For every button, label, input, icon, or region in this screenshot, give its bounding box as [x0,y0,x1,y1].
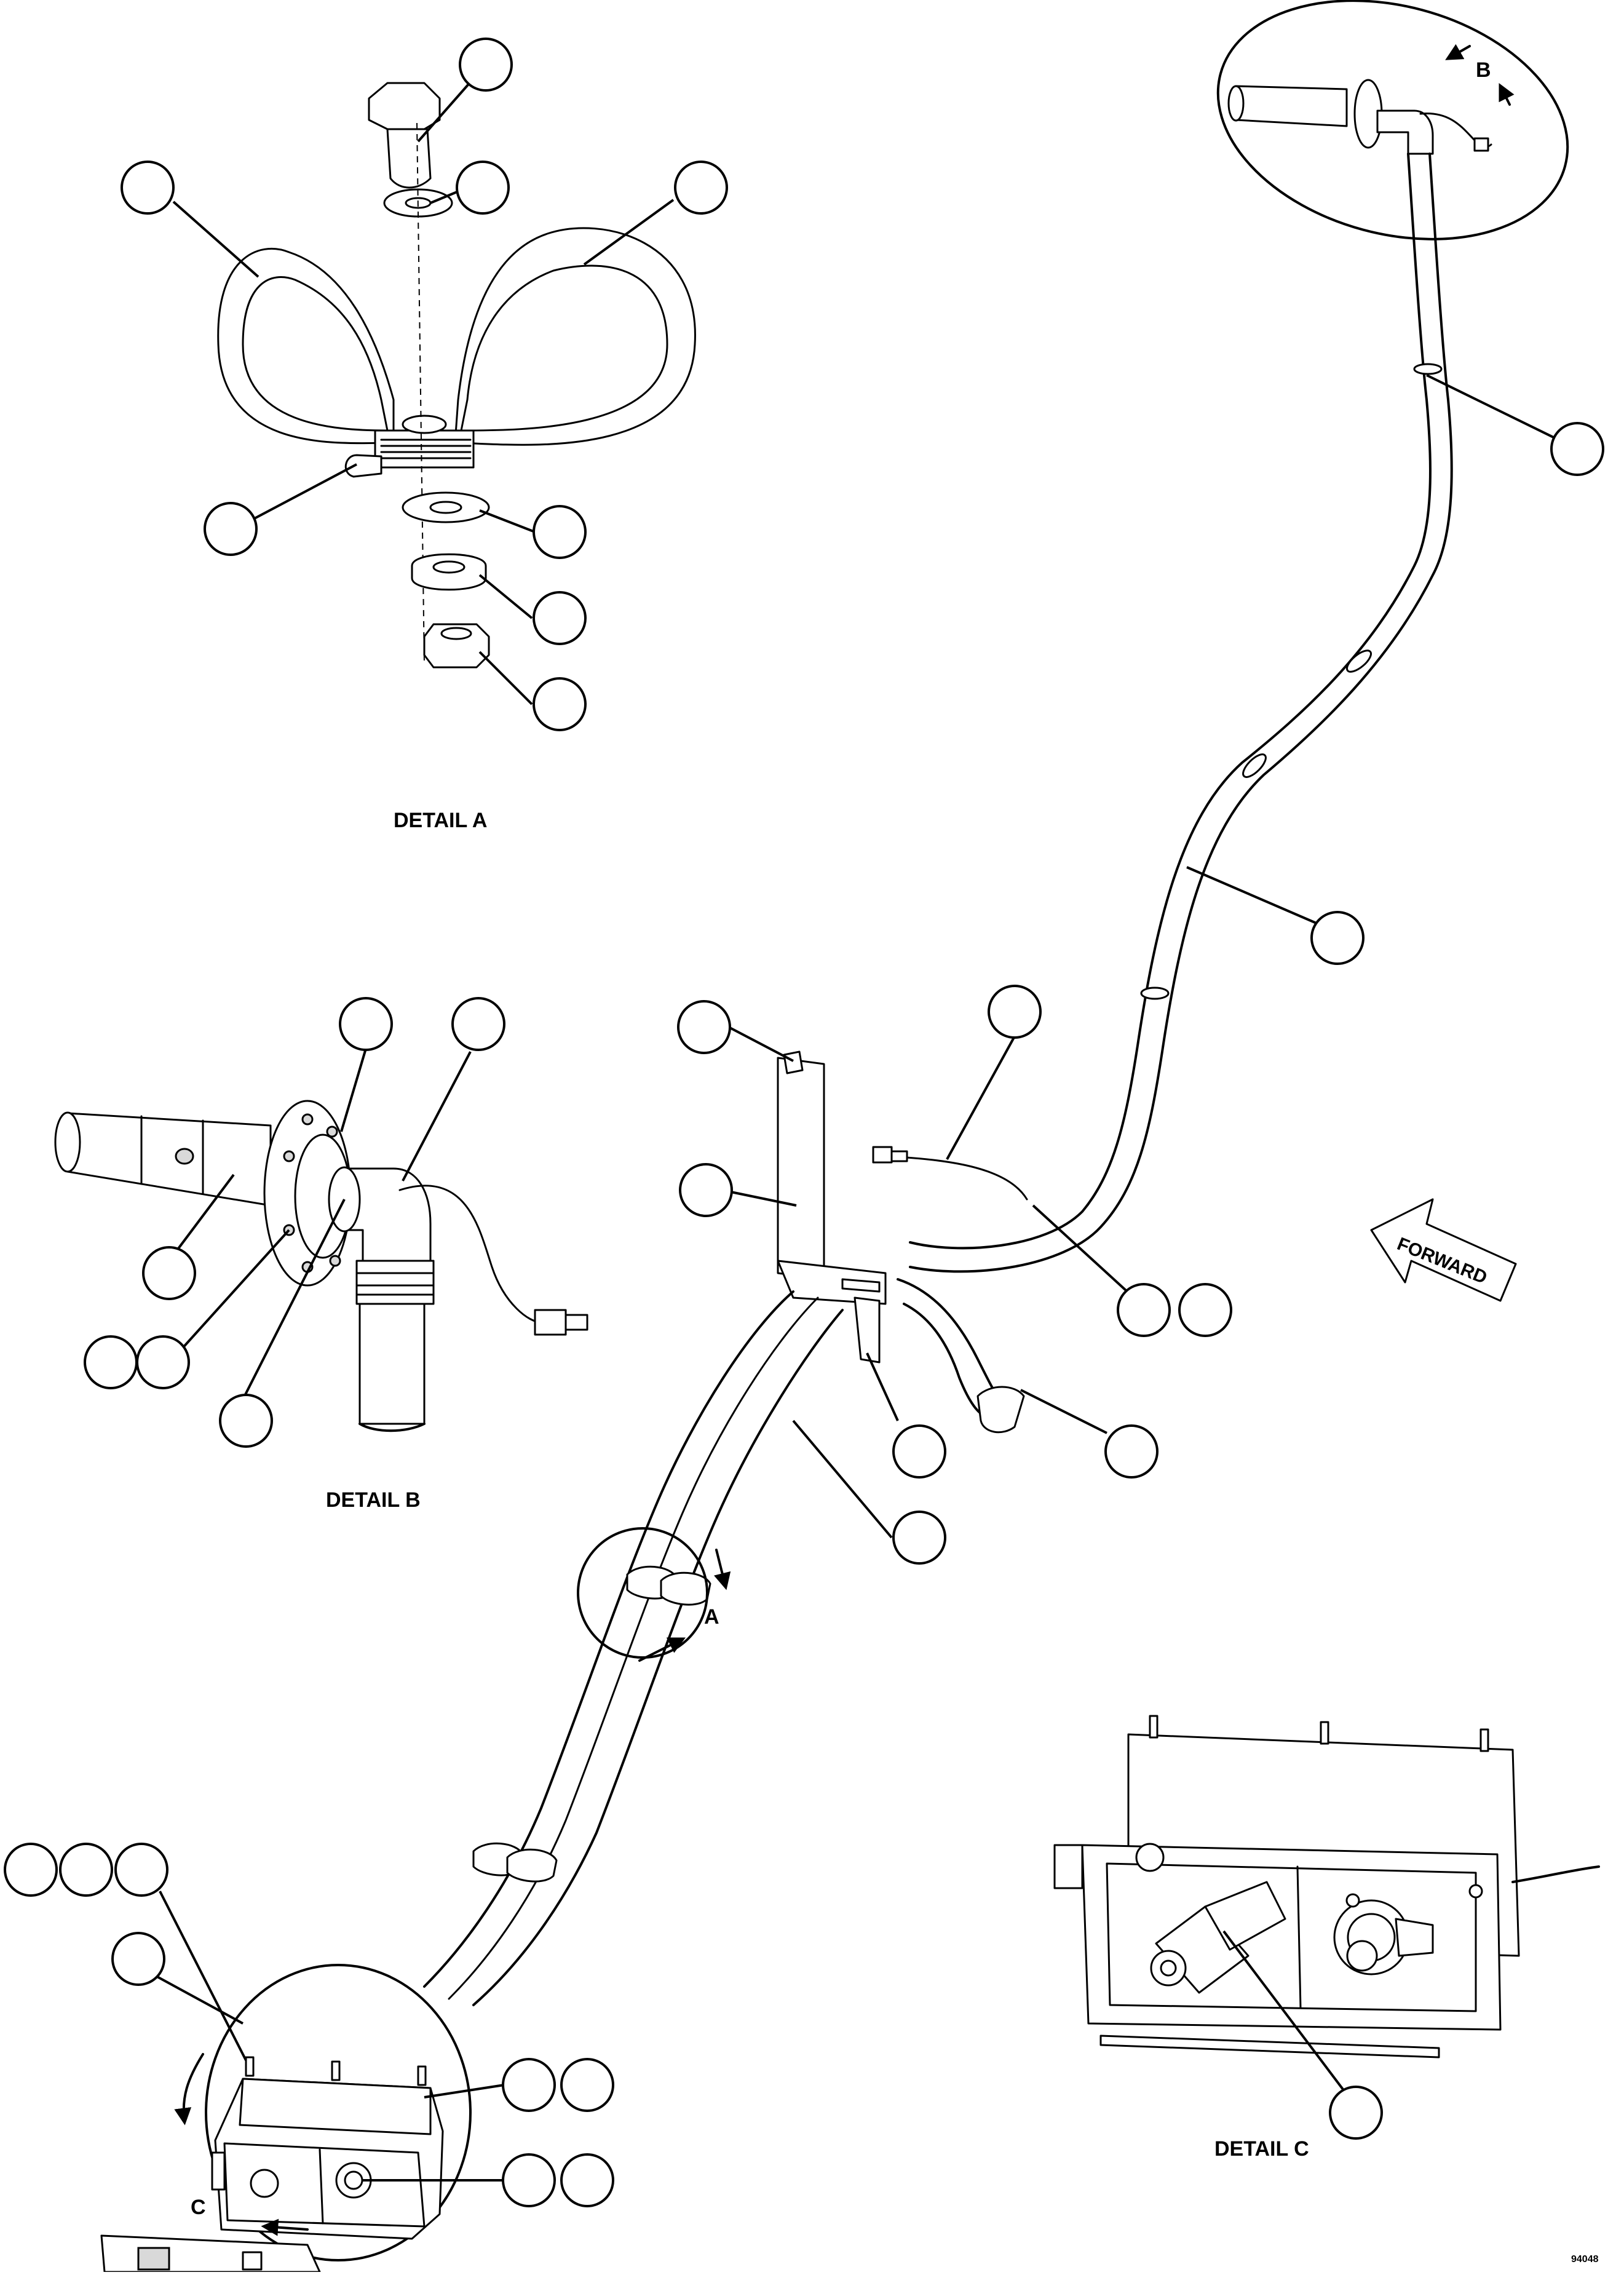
callout-c8 [560,2153,614,2207]
detail-a-clamp [217,82,696,669]
callout-a3 [456,161,510,215]
hose-assembly: A [423,153,1453,2006]
detail-c-box [1053,1715,1600,2059]
callout-a8 [533,677,587,731]
detail-c-caption: DETAIL C [1214,2137,1309,2161]
callout-b1 [339,997,393,1051]
callout-m6 [1310,911,1365,965]
callout-c2 [59,1843,113,1897]
callout-a4 [674,161,728,215]
callout-c3 [114,1843,168,1897]
callout-m2 [988,985,1042,1039]
callout-b6 [219,1394,273,1448]
callout-m5 [1178,1283,1232,1337]
callout-m9 [892,1511,946,1565]
callout-c5 [502,2058,556,2112]
detail-c-letter: C [191,2196,206,2219]
figure-number: 94048 [1571,2254,1599,2265]
detail-a-view-circle [577,1527,708,1659]
callout-a5 [204,502,258,556]
detail-b-fitting [54,1100,588,1432]
callout-a7 [533,591,587,645]
callout-d1 [1329,2086,1383,2140]
callout-balloons [4,38,1604,2207]
callout-a2 [121,161,175,215]
callout-m7 [1550,422,1604,476]
callout-b2 [451,997,505,1051]
callout-b4 [84,1335,138,1389]
callout-b3 [142,1246,196,1300]
detail-a-letter: A [704,1605,719,1629]
callout-m1 [677,1000,731,1054]
detail-a-caption: DETAIL A [394,809,487,832]
callout-a1 [459,38,513,92]
box-view-circle: C [100,1964,472,2273]
callout-c4 [111,1932,165,1986]
callout-c1 [4,1843,58,1897]
callout-c6 [560,2058,614,2112]
detail-b-view-circle: B [1216,0,1569,240]
callout-c7 [502,2153,556,2207]
callout-a6 [533,505,587,559]
callout-m3 [679,1163,733,1217]
detail-b-letter: B [1476,58,1491,82]
callout-b5 [136,1335,190,1389]
callout-m4 [1117,1283,1171,1337]
callout-leaders [141,63,1578,2182]
callout-m8 [892,1424,946,1479]
forward-direction-arrow: FORWARD [1370,1198,1517,1302]
callout-m10 [1104,1424,1159,1479]
detail-b-caption: DETAIL B [326,1488,421,1512]
